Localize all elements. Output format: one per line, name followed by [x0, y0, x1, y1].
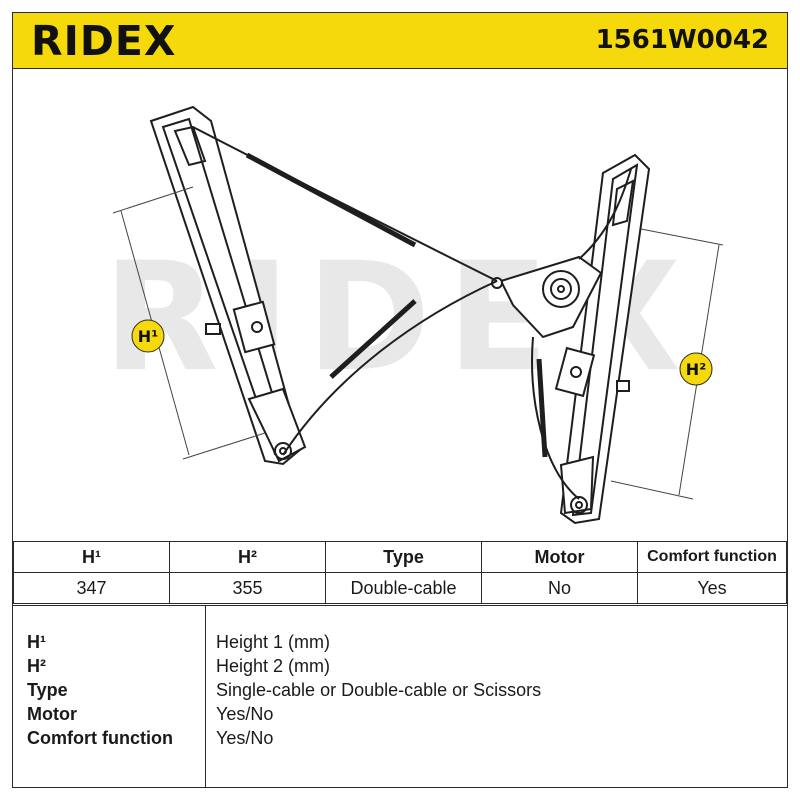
left-rail: [149, 105, 307, 466]
value-type: Double-cable: [325, 572, 482, 604]
header-comfort-function: Comfort function: [637, 541, 787, 573]
legend-key-h2: H²: [27, 656, 46, 676]
value-motor: No: [481, 572, 638, 604]
header-h2: H²: [169, 541, 326, 573]
legend-divider: [205, 606, 206, 788]
legend-value-h2: Height 2 (mm): [216, 656, 331, 676]
h2-badge-label: H²: [686, 360, 706, 379]
header-motor: Motor: [481, 541, 638, 573]
value-h1: 347: [13, 572, 170, 604]
header-h1: H¹: [13, 541, 170, 573]
legend-key-comfort-function: Comfort function: [27, 728, 173, 748]
h1-badge-label: H¹: [138, 327, 158, 346]
legend-value-comfort-function: Yes/No: [216, 728, 274, 748]
h2-badge: H²: [679, 352, 713, 386]
window-regulator-diagram: RIDEX: [103, 105, 724, 525]
value-comfort-function: Yes: [637, 572, 787, 604]
product-sheet: RIDEX 1561W0042 RIDEX: [12, 12, 788, 788]
legend-key-h1: H¹: [27, 632, 46, 652]
header-type: Type: [325, 541, 482, 573]
h1-badge: H¹: [131, 319, 165, 353]
drum-bracket: [491, 255, 603, 339]
legend-key-type: Type: [27, 680, 68, 700]
header-bar: RIDEX 1561W0042: [13, 13, 787, 69]
brand-logo: RIDEX: [31, 17, 177, 65]
right-rail: [554, 153, 651, 525]
legend-value-type: Single-cable or Double-cable or Scissors: [216, 680, 542, 700]
legend-key-motor: Motor: [27, 704, 77, 724]
legend-section: H¹ Height 1 (mm) H² Height 2 (mm) Type S…: [13, 605, 787, 788]
specs-header-row: H¹ H² Type Motor Comfort function: [13, 541, 787, 573]
cables: [192, 126, 632, 500]
specs-table: H¹ H² Type Motor Comfort function 347 35…: [13, 541, 787, 604]
specs-value-row: 347 355 Double-cable No Yes: [13, 572, 787, 604]
legend-value-h1: Height 1 (mm): [216, 632, 331, 652]
value-h2: 355: [169, 572, 326, 604]
part-number: 1561W0042: [595, 25, 769, 55]
legend-value-motor: Yes/No: [216, 704, 274, 724]
